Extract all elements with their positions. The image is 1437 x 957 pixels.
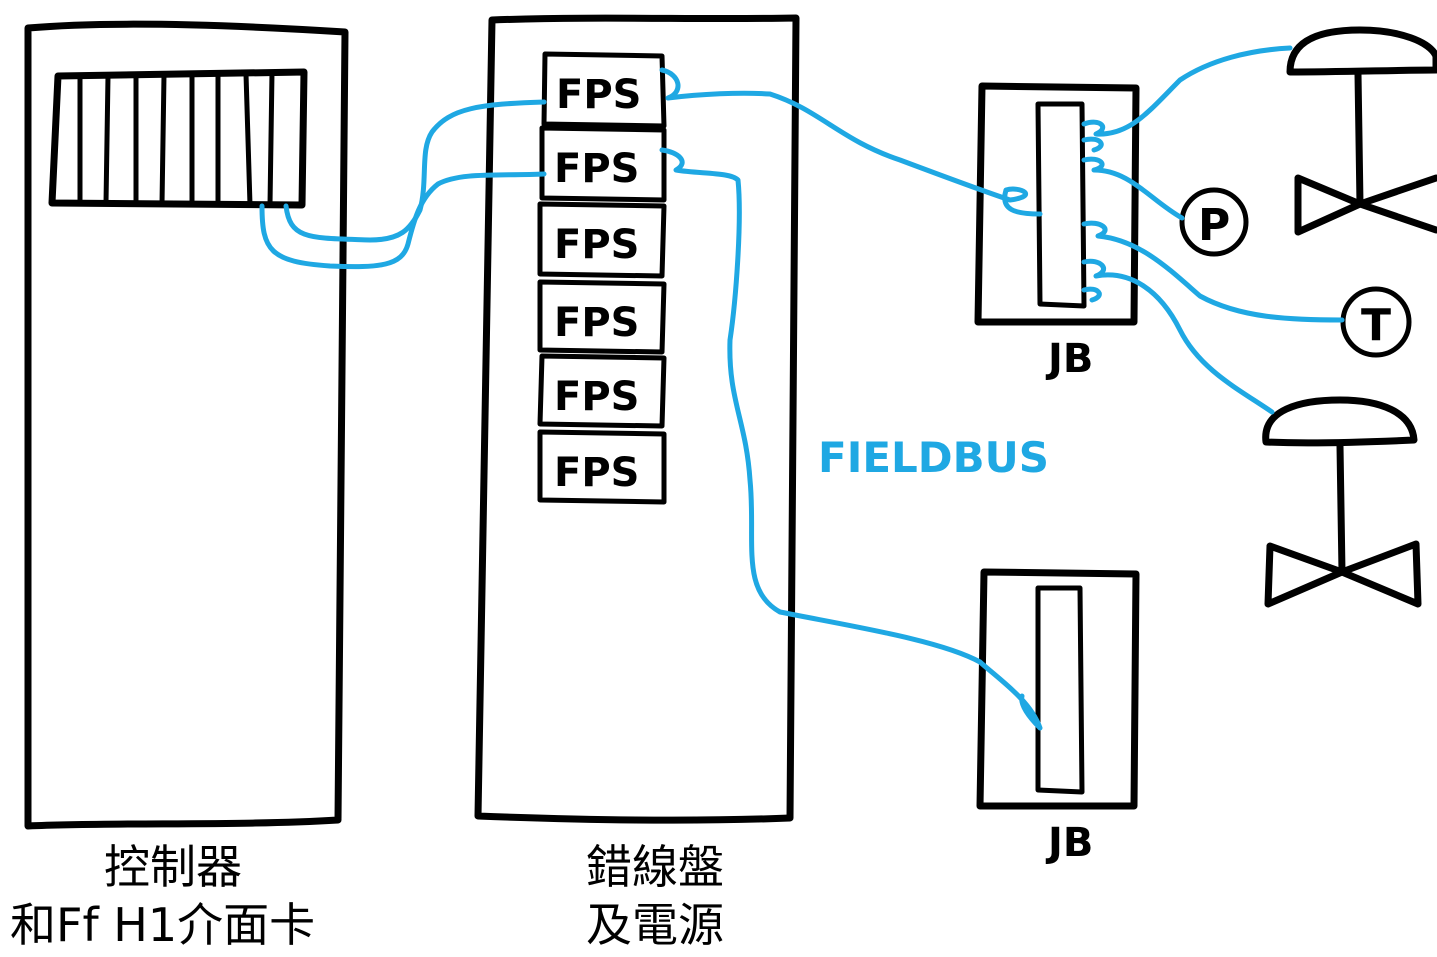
fps-label: FPS	[556, 72, 641, 118]
fps-label: FPS	[554, 300, 639, 346]
wire-fps1-jb1	[659, 67, 1043, 217]
temperature-transmitter: T	[1340, 286, 1412, 358]
fps-module-3: FPS	[537, 201, 667, 279]
controller-cabinet	[24, 20, 349, 830]
temperature-label: T	[1361, 300, 1391, 351]
fps-label: FPS	[554, 450, 639, 496]
wire-jb1-valve1	[1081, 45, 1293, 137]
controller-caption-line1: 控制器	[104, 840, 242, 894]
fps-module-1: FPS	[541, 51, 667, 129]
fps-module-6: FPS	[537, 429, 667, 505]
fps-module-2: FPS	[539, 125, 667, 203]
control-valve-2-icon	[1262, 396, 1422, 608]
fieldbus-wires	[259, 45, 1345, 731]
wire-controller-fps2	[259, 171, 547, 270]
fieldbus-label: FIELDBUS	[818, 433, 1049, 482]
fps-label: FPS	[554, 222, 639, 268]
fps-label: FPS	[554, 374, 639, 420]
pressure-transmitter: P	[1179, 187, 1249, 257]
wire-jb1-valve2	[1081, 258, 1275, 415]
fps-module-5: FPS	[537, 353, 667, 429]
jb-label: JB	[1045, 820, 1093, 866]
marshalling-caption-line2: 及電源	[586, 898, 724, 952]
marshalling-cabinet	[474, 14, 800, 824]
wire-jb1-pressure	[1081, 156, 1185, 221]
controller-card-rack	[48, 68, 308, 209]
pressure-label: P	[1198, 200, 1230, 251]
wire-fps2-jb2	[659, 147, 1043, 731]
controller-caption-line2: 和Ff H1介面卡	[10, 898, 316, 952]
wire-jb1-temperature	[1081, 220, 1345, 323]
fps-module-4: FPS	[537, 279, 667, 355]
control-valve-1-icon	[1286, 26, 1437, 236]
fps-label: FPS	[554, 146, 639, 192]
junction-box-1: JB	[974, 82, 1140, 382]
jb-label: JB	[1045, 336, 1093, 382]
marshalling-caption-line1: 錯線盤	[586, 840, 724, 894]
junction-box-2: JB	[976, 568, 1140, 866]
